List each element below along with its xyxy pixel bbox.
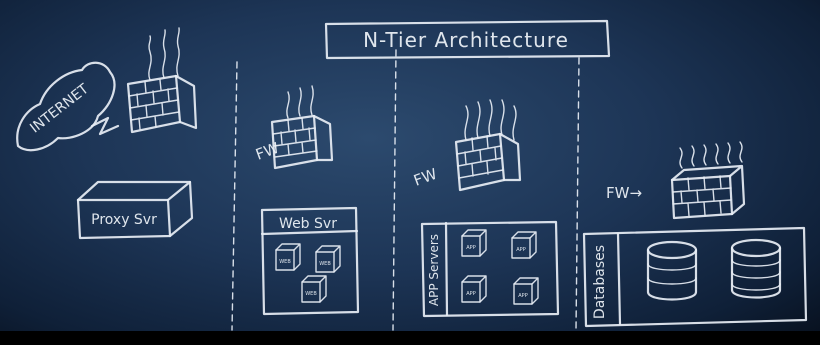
- app-box-label-2: APP: [516, 247, 525, 253]
- web-box-label-2: WEB: [319, 261, 331, 267]
- app-box-label-3: APP: [466, 291, 475, 297]
- web-box-label-3: WEB: [305, 291, 317, 297]
- fw-label-1: FW: [253, 139, 281, 164]
- app-servers-group: APP Servers APP APP APP APP: [420, 220, 560, 318]
- firewall-4: FW→: [606, 141, 746, 220]
- tier-dividers: [231, 49, 580, 331]
- bottom-edge: [0, 331, 820, 345]
- databases-group: Databases: [582, 226, 808, 328]
- title-box: N-Tier Architecture: [324, 19, 611, 60]
- databases-label: Databases: [592, 245, 608, 319]
- proxy-label: Proxy Svr: [91, 212, 157, 228]
- firewall-2: FW: [253, 85, 334, 170]
- database-cylinder-2: [730, 238, 782, 299]
- diagram-title: N-Tier Architecture: [363, 28, 569, 52]
- lightning-icon: [90, 116, 120, 136]
- app-box-label-4: APP: [518, 293, 527, 299]
- firewall-3: FW: [411, 99, 522, 192]
- app-server-boxes: APP APP APP APP: [461, 229, 539, 305]
- database-cylinder-1: [646, 240, 698, 301]
- app-box-label-1: APP: [466, 245, 475, 251]
- app-servers-label: APP Servers: [427, 234, 441, 306]
- fw-label-2: FW: [411, 165, 439, 190]
- web-server-boxes: WEB WEB WEB: [275, 243, 341, 303]
- internet-cloud: INTERNET: [16, 61, 120, 152]
- web-server-group: Web Svr WEB WEB WEB: [260, 206, 360, 316]
- internet-label: INTERNET: [27, 81, 92, 137]
- web-box-label-1: WEB: [279, 259, 291, 265]
- fw-label-3: FW→: [606, 184, 642, 202]
- firewall-1: [126, 27, 198, 134]
- web-server-label: Web Svr: [279, 216, 337, 232]
- proxy-server: Proxy Svr: [76, 180, 194, 240]
